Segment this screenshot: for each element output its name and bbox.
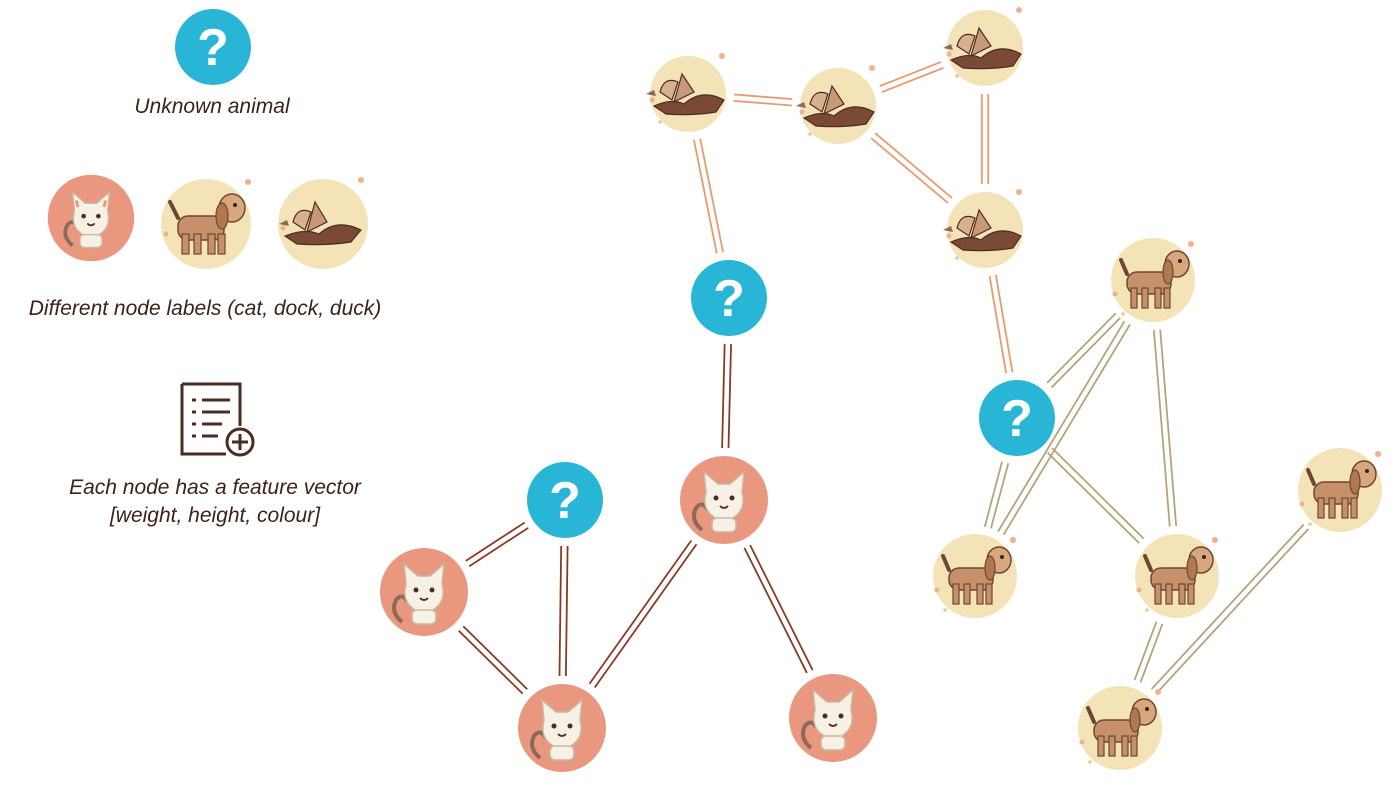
node-g4-dog-icon [1076, 684, 1164, 772]
edge-q1-c1 [465, 521, 529, 568]
edge-d4-q3 [988, 274, 1014, 374]
legend-duck-icon [278, 177, 368, 269]
edge-g4-g5 [1150, 523, 1310, 695]
node-layer [378, 6, 1384, 774]
edge-q3-g1 [983, 461, 1010, 529]
legend-cat-icon [47, 174, 135, 262]
edge-d2-d3 [879, 61, 944, 93]
edge-c3-c4 [743, 544, 814, 674]
edge-c1-c2 [458, 625, 528, 695]
dog-glyph [168, 193, 246, 255]
cat-glyph [63, 190, 111, 249]
edge-q1-c2 [558, 545, 569, 677]
node-c4-cat-icon [787, 672, 879, 764]
edge-d1-d2 [733, 93, 793, 107]
node-q2-question-mark-icon [691, 260, 767, 336]
legend-labels-caption: Different node labels (cat, dock, duck) [28, 297, 382, 320]
legend-dog-icon [161, 179, 251, 269]
edge-q2-d1 [693, 138, 724, 254]
edge-d2-d4 [870, 132, 953, 204]
node-d1-duck-icon [645, 52, 727, 133]
legend-unknown-caption: Unknown animal [134, 95, 290, 118]
legend-unknown-icon: ? [175, 9, 251, 85]
node-c1-cat-icon [378, 546, 470, 638]
edge-d3-d4 [980, 94, 990, 184]
edge-q3-g2 [1046, 447, 1145, 544]
node-g1-dog-icon [931, 532, 1019, 620]
edge-c2-c3 [588, 540, 698, 688]
node-q1-question-mark-icon [527, 462, 603, 538]
edge-g1-g3 [997, 320, 1131, 536]
edge-g2-g3 [1152, 329, 1178, 527]
node-c3-cat-icon [678, 454, 770, 546]
duck-glyph [279, 200, 362, 246]
node-g3-dog-icon [1109, 236, 1197, 324]
edge-c3-q2 [721, 343, 732, 449]
node-d3-duck-icon [942, 6, 1024, 87]
edge-q3-g3 [1046, 312, 1121, 389]
node-g5-dog-icon [1296, 446, 1384, 534]
node-d2-duck-icon [795, 64, 877, 145]
edge-layer [458, 61, 1310, 695]
legend-feature-caption-line2: [weight, height, colour] [109, 504, 321, 527]
node-g2-dog-icon [1133, 532, 1221, 620]
node-d4-duck-icon [942, 188, 1024, 269]
svg-text:?: ? [197, 19, 229, 77]
feature-list-icon [180, 382, 255, 457]
edge-g2-g4 [1133, 621, 1164, 683]
legend-feature-caption-line1: Each node has a feature vector [69, 476, 361, 499]
node-q3-question-mark-icon [979, 380, 1055, 456]
node-c2-cat-icon [516, 682, 608, 774]
